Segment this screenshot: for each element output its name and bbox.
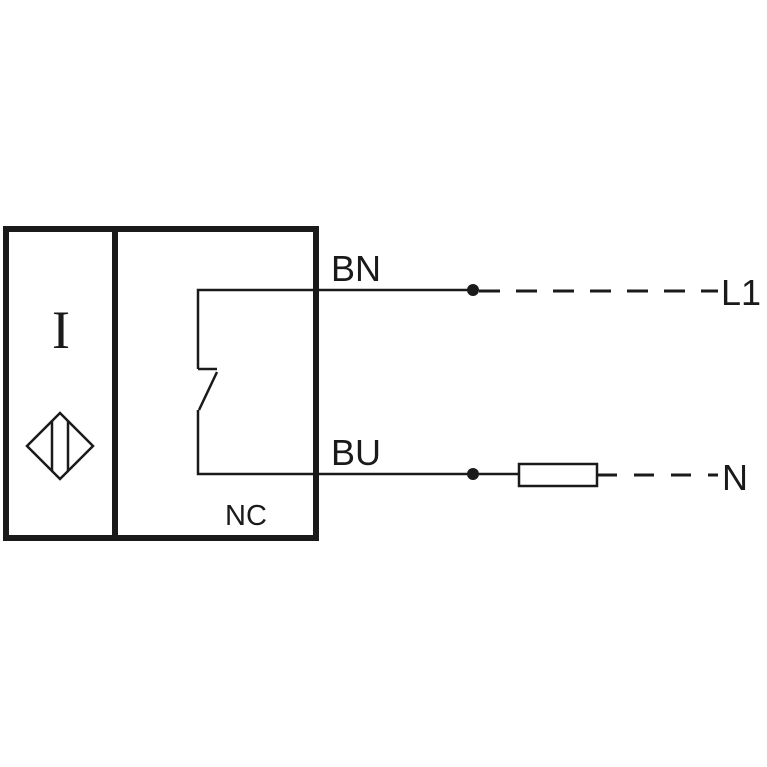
terminal-l1: L1	[721, 272, 761, 313]
wire-code-bn: BN	[331, 248, 381, 289]
terminal-n: N	[722, 457, 748, 498]
sensor-type-symbol: I	[52, 300, 70, 360]
wire-code-bu: BU	[331, 432, 381, 473]
junction-bn	[467, 284, 479, 296]
sensor-housing	[3, 226, 319, 541]
junction-bu	[467, 468, 479, 480]
nc-switch	[196, 288, 316, 476]
inductive-proximity-icon	[25, 411, 95, 481]
load-resistor	[517, 462, 599, 488]
sensor-outline	[3, 226, 319, 541]
output-label: NC	[225, 500, 267, 532]
